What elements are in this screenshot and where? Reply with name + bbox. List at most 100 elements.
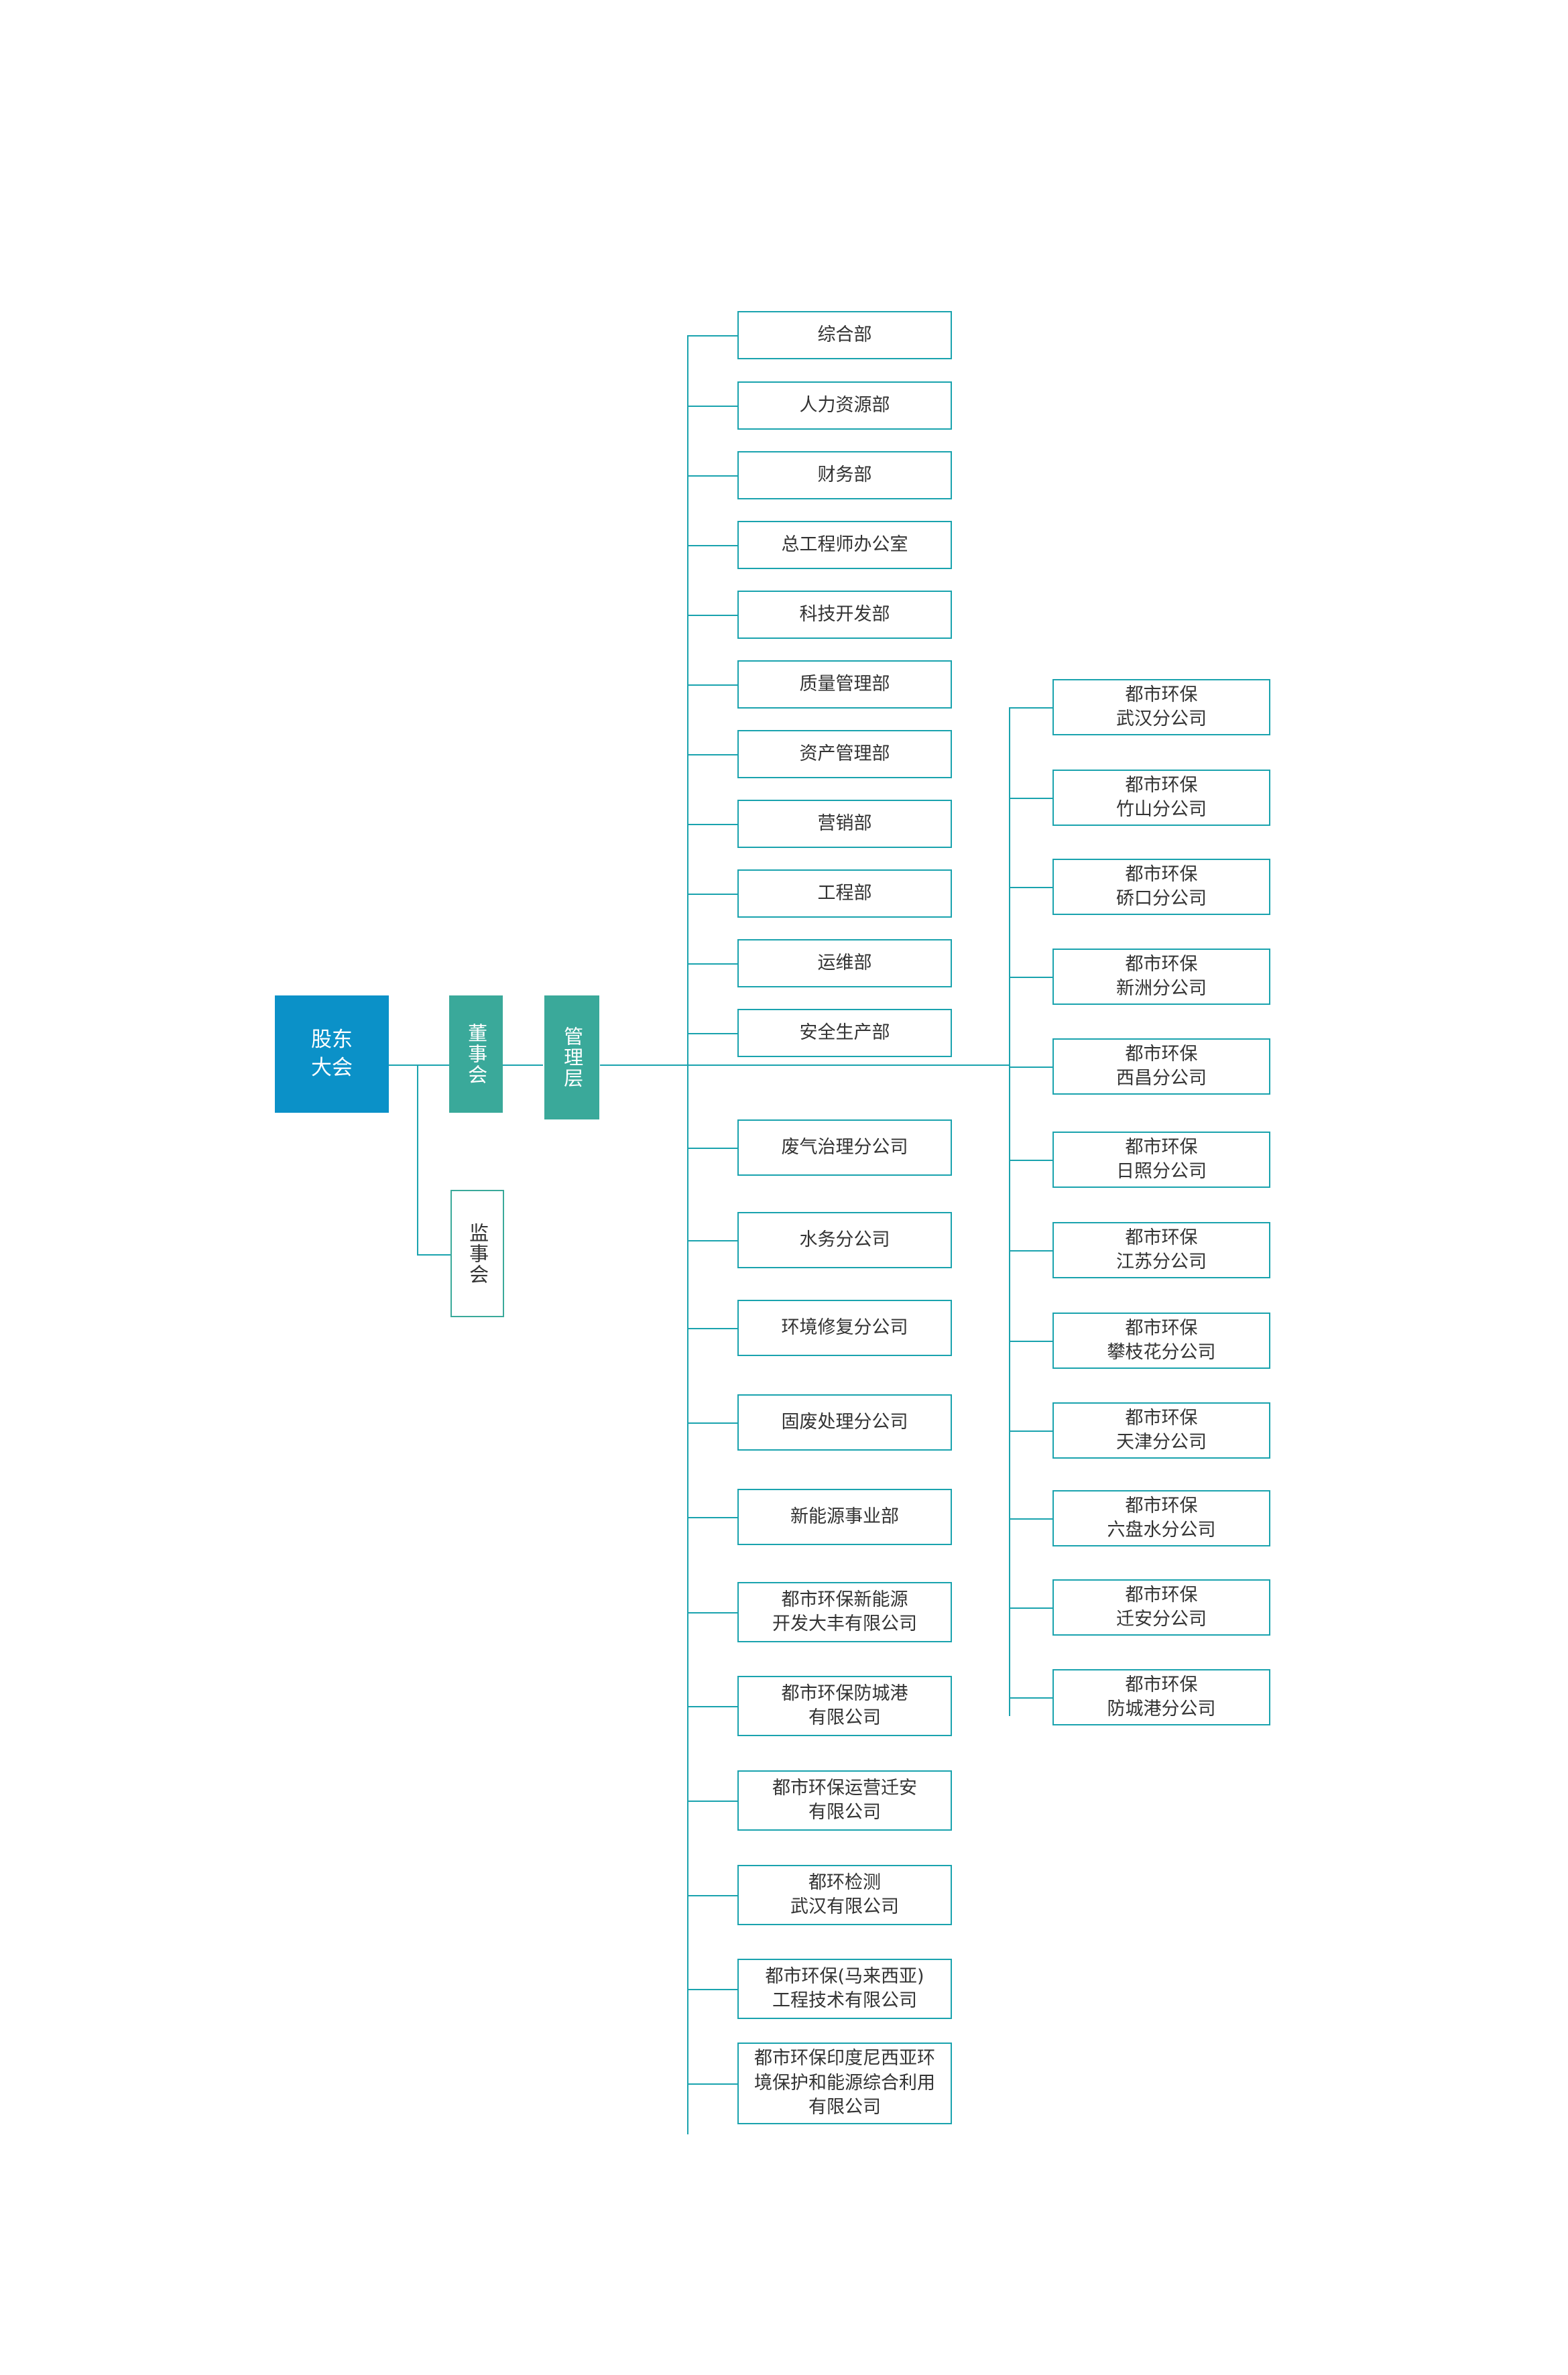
node-label: 都市环保新能源开发大丰有限公司 bbox=[772, 1589, 917, 1634]
node-label: 都市环保西昌分公司 bbox=[1116, 1043, 1207, 1089]
node-subsidiary-3[interactable]: 固废处理分公司 bbox=[737, 1394, 952, 1451]
node-department-6[interactable]: 资产管理部 bbox=[737, 730, 952, 778]
stub-sub-3 bbox=[687, 1422, 737, 1424]
node-branch-11[interactable]: 都市环保防城港分公司 bbox=[1052, 1669, 1270, 1725]
node-label: 都市环保印度尼西亚环境保护和能源综合利用有限公司 bbox=[754, 2048, 935, 2118]
node-subsidiary-4[interactable]: 新能源事业部 bbox=[737, 1489, 952, 1545]
stub-dept-10 bbox=[687, 1033, 737, 1034]
node-label: 都市环保武汉分公司 bbox=[1116, 684, 1207, 729]
stub-sub-2 bbox=[687, 1328, 737, 1329]
stub-sub-6 bbox=[687, 1706, 737, 1707]
node-label: 环境修复分公司 bbox=[781, 1317, 908, 1338]
node-branch-3[interactable]: 都市环保新洲分公司 bbox=[1052, 949, 1270, 1005]
node-label: 都市环保(马来西亚)工程技术有限公司 bbox=[765, 1965, 924, 2011]
node-department-0[interactable]: 综合部 bbox=[737, 311, 952, 359]
node-label: 资产管理部 bbox=[799, 743, 890, 764]
node-label: 都市环保运营迁安有限公司 bbox=[772, 1777, 917, 1823]
node-label: 都市环保江苏分公司 bbox=[1116, 1227, 1207, 1272]
stub-dept-6 bbox=[687, 754, 737, 755]
node-subsidiary-1[interactable]: 水务分公司 bbox=[737, 1212, 952, 1268]
node-label: 水务分公司 bbox=[799, 1229, 890, 1250]
node-subsidiary-6[interactable]: 都市环保防城港有限公司 bbox=[737, 1676, 952, 1736]
node-label: 都市环保硚口分公司 bbox=[1116, 863, 1207, 909]
stub-branch-4 bbox=[1009, 1067, 1052, 1068]
node-label: 人力资源部 bbox=[799, 394, 890, 416]
node-label: 都市环保迁安分公司 bbox=[1116, 1584, 1207, 1630]
node-label: 管理层 bbox=[560, 1026, 584, 1089]
node-branch-6[interactable]: 都市环保江苏分公司 bbox=[1052, 1222, 1270, 1278]
node-subsidiary-5[interactable]: 都市环保新能源开发大丰有限公司 bbox=[737, 1582, 952, 1642]
node-label: 废气治理分公司 bbox=[781, 1136, 908, 1158]
node-department-3[interactable]: 总工程师办公室 bbox=[737, 521, 952, 569]
node-label: 都市环保六盘水分公司 bbox=[1107, 1495, 1216, 1540]
node-label: 都市环保防城港有限公司 bbox=[781, 1683, 908, 1728]
node-label: 都市环保新洲分公司 bbox=[1116, 953, 1207, 999]
node-label: 总工程师办公室 bbox=[781, 534, 908, 555]
node-label: 工程部 bbox=[817, 882, 872, 904]
node-subsidiary-2[interactable]: 环境修复分公司 bbox=[737, 1300, 952, 1356]
node-department-8[interactable]: 工程部 bbox=[737, 869, 952, 918]
node-department-7[interactable]: 营销部 bbox=[737, 800, 952, 848]
stub-dept-4 bbox=[687, 615, 737, 616]
node-subsidiary-9[interactable]: 都市环保(马来西亚)工程技术有限公司 bbox=[737, 1959, 952, 2019]
node-label: 都环检测武汉有限公司 bbox=[790, 1872, 899, 1917]
node-label: 运维部 bbox=[817, 952, 872, 973]
node-label: 都市环保日照分公司 bbox=[1116, 1136, 1207, 1182]
node-department-9[interactable]: 运维部 bbox=[737, 939, 952, 987]
node-branch-9[interactable]: 都市环保六盘水分公司 bbox=[1052, 1490, 1270, 1546]
node-department-5[interactable]: 质量管理部 bbox=[737, 660, 952, 709]
node-label: 股东大会 bbox=[311, 1027, 353, 1080]
node-department-4[interactable]: 科技开发部 bbox=[737, 591, 952, 639]
node-label: 综合部 bbox=[817, 324, 872, 345]
connector-root-to-supervisor-vert bbox=[417, 1064, 418, 1256]
node-subsidiary-0[interactable]: 废气治理分公司 bbox=[737, 1119, 952, 1176]
node-branch-2[interactable]: 都市环保硚口分公司 bbox=[1052, 859, 1270, 915]
connector-to-supervisor bbox=[417, 1254, 450, 1256]
department-spine bbox=[687, 335, 688, 2134]
stub-branch-0 bbox=[1009, 707, 1052, 709]
node-label: 财务部 bbox=[817, 464, 872, 485]
node-department-1[interactable]: 人力资源部 bbox=[737, 381, 952, 430]
stub-dept-5 bbox=[687, 684, 737, 686]
node-supervisory-board[interactable]: 监事会 bbox=[450, 1190, 504, 1317]
node-board-of-directors[interactable]: 董事会 bbox=[449, 995, 503, 1113]
stub-sub-8 bbox=[687, 1895, 737, 1896]
stub-sub-1 bbox=[687, 1240, 737, 1241]
node-branch-7[interactable]: 都市环保攀枝花分公司 bbox=[1052, 1313, 1270, 1369]
stub-sub-9 bbox=[687, 1989, 737, 1990]
node-shareholders-meeting[interactable]: 股东大会 bbox=[275, 995, 389, 1113]
node-label: 都市环保竹山分公司 bbox=[1116, 774, 1207, 820]
node-department-2[interactable]: 财务部 bbox=[737, 451, 952, 499]
stub-branch-6 bbox=[1009, 1250, 1052, 1252]
connector-board-to-mgmt bbox=[503, 1064, 543, 1066]
node-branch-0[interactable]: 都市环保武汉分公司 bbox=[1052, 679, 1270, 735]
stub-branch-2 bbox=[1009, 887, 1052, 888]
node-department-10[interactable]: 安全生产部 bbox=[737, 1009, 952, 1057]
node-label: 科技开发部 bbox=[799, 603, 890, 625]
stub-dept-3 bbox=[687, 545, 737, 546]
node-subsidiary-10[interactable]: 都市环保印度尼西亚环境保护和能源综合利用有限公司 bbox=[737, 2043, 952, 2124]
stub-sub-7 bbox=[687, 1801, 737, 1802]
connector-mgmt-to-spine bbox=[600, 1064, 687, 1066]
stub-branch-10 bbox=[1009, 1607, 1052, 1609]
node-label: 董事会 bbox=[465, 1023, 488, 1085]
node-branch-1[interactable]: 都市环保竹山分公司 bbox=[1052, 770, 1270, 826]
connector-root-to-board bbox=[389, 1064, 449, 1066]
node-management[interactable]: 管理层 bbox=[544, 995, 599, 1119]
stub-dept-0 bbox=[687, 335, 737, 337]
branch-spine bbox=[1009, 707, 1010, 1716]
node-subsidiary-8[interactable]: 都环检测武汉有限公司 bbox=[737, 1865, 952, 1925]
stub-dept-8 bbox=[687, 894, 737, 895]
node-label: 都市环保防城港分公司 bbox=[1107, 1674, 1216, 1719]
node-branch-8[interactable]: 都市环保天津分公司 bbox=[1052, 1402, 1270, 1459]
stub-sub-5 bbox=[687, 1612, 737, 1613]
node-subsidiary-7[interactable]: 都市环保运营迁安有限公司 bbox=[737, 1770, 952, 1831]
node-branch-4[interactable]: 都市环保西昌分公司 bbox=[1052, 1038, 1270, 1095]
node-branch-10[interactable]: 都市环保迁安分公司 bbox=[1052, 1579, 1270, 1636]
node-label: 都市环保天津分公司 bbox=[1116, 1407, 1207, 1453]
node-branch-5[interactable]: 都市环保日照分公司 bbox=[1052, 1132, 1270, 1188]
stub-branch-7 bbox=[1009, 1341, 1052, 1342]
stub-branch-5 bbox=[1009, 1160, 1052, 1161]
node-label: 都市环保攀枝花分公司 bbox=[1107, 1317, 1216, 1363]
